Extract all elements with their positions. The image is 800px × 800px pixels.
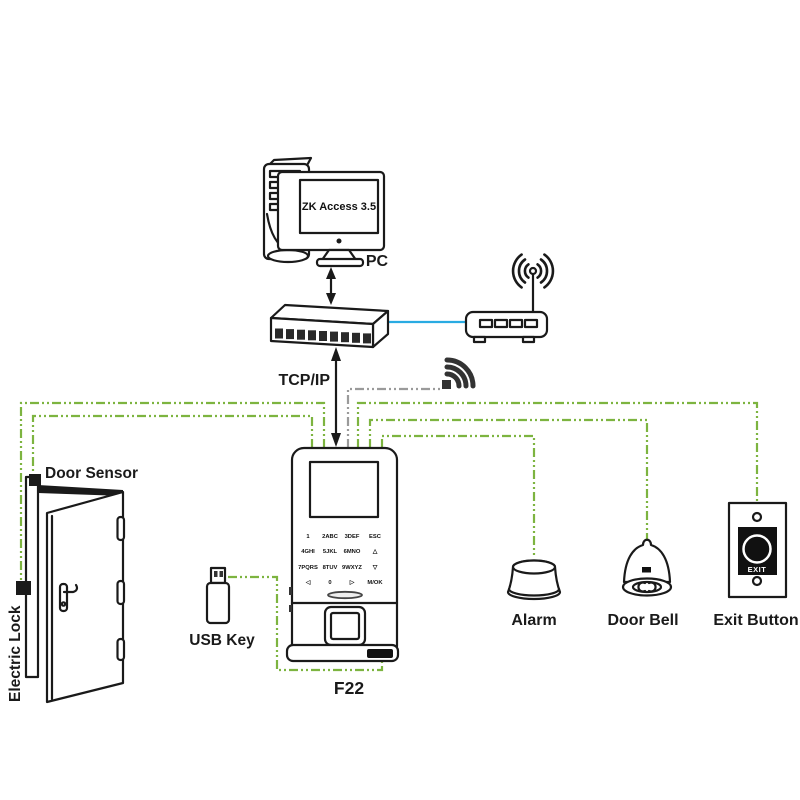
- electric-lock-label: Electric Lock: [7, 605, 24, 702]
- svg-text:2ABC: 2ABC: [322, 534, 339, 540]
- f22-usb-cover: [367, 649, 393, 658]
- network-switch-icon: [269, 303, 390, 349]
- f22-screen: [308, 460, 380, 519]
- alarm-label: Alarm: [511, 612, 556, 629]
- wire-usb-key: [228, 575, 384, 672]
- svg-text:▽: ▽: [372, 565, 378, 571]
- svg-text:M/OK: M/OK: [367, 580, 383, 586]
- monitor-base: [315, 257, 365, 268]
- arrow-pc-switch: [326, 267, 336, 305]
- switch-port: [341, 332, 349, 343]
- svg-text:◁: ◁: [305, 579, 311, 586]
- wires: [19, 320, 759, 672]
- f22-label: F22: [334, 678, 364, 698]
- switch-port: [275, 328, 283, 339]
- wire-wifi: [346, 387, 441, 448]
- exit-button-icon: EXIT Exit Button: [713, 501, 799, 629]
- svg-text:3DEF: 3DEF: [345, 534, 360, 540]
- exit-button-face: EXIT: [748, 565, 767, 574]
- door-bell-label: Door Bell: [607, 612, 678, 629]
- switch-port: [308, 330, 316, 341]
- monitor-power-led: [336, 238, 342, 244]
- switch-port: [297, 329, 305, 340]
- wire-door-bell: [368, 418, 649, 539]
- svg-text:△: △: [372, 548, 378, 555]
- f22-speaker-slot: [327, 590, 363, 600]
- router-signal-waves: [511, 253, 555, 289]
- switch-port: [352, 332, 360, 343]
- exit-button-label: Exit Button: [713, 612, 798, 629]
- svg-text:7PQRS: 7PQRS: [298, 565, 318, 571]
- door-hinge: [116, 637, 126, 662]
- door-sensor-label: Door Sensor: [45, 465, 138, 482]
- wire-door-sensor: [31, 414, 314, 475]
- switch-port: [286, 329, 294, 340]
- pc-monitor-icon: ZK Access 3.5: [276, 170, 386, 268]
- svg-text:▷: ▷: [349, 579, 355, 586]
- switch-port: [363, 333, 371, 344]
- alarm-icon: Alarm: [506, 559, 562, 629]
- door-hinge: [116, 579, 126, 606]
- software-name: ZK Access 3.5: [302, 201, 376, 213]
- electric-lock-block: [16, 581, 31, 595]
- arrowhead-up-icon: [326, 267, 336, 279]
- arrowhead-down-icon: [326, 293, 336, 305]
- svg-text:9WXYZ: 9WXYZ: [342, 565, 362, 571]
- door-handle-icon: [58, 582, 79, 613]
- wifi-signal-icon: [442, 357, 476, 389]
- door-hinge: [116, 515, 126, 542]
- svg-text:1: 1: [306, 534, 310, 540]
- svg-text:5JKL: 5JKL: [323, 549, 338, 555]
- door-bell-icon: Door Bell: [607, 538, 679, 629]
- door-assembly: Door Sensor Electric Lock: [7, 465, 138, 704]
- f22-keypad: 1 2ABC 3DEF ESC 4GHI 5JKL 6MNO △ 7PQRS 8…: [298, 534, 383, 586]
- svg-text:8TUV: 8TUV: [323, 565, 338, 571]
- wire-alarm: [380, 434, 536, 556]
- switch-port: [330, 331, 338, 342]
- door-leaf: [45, 490, 125, 704]
- protocol-label: TCP/IP: [278, 372, 330, 389]
- arrow-switch-f22: TCP/IP: [278, 347, 341, 447]
- wireless-router-icon: [464, 253, 555, 344]
- pc-label: PC: [366, 253, 389, 270]
- wire-electric-lock: [19, 401, 326, 581]
- svg-text:ESC: ESC: [369, 534, 382, 540]
- usb-key-icon: USB Key: [189, 566, 255, 649]
- usb-key-label: USB Key: [189, 632, 255, 649]
- svg-text:6MNO: 6MNO: [344, 549, 361, 555]
- svg-text:0: 0: [328, 580, 331, 586]
- door-frame: [24, 475, 40, 679]
- arrowhead-down-icon: [331, 433, 341, 447]
- arrowhead-up-icon: [331, 347, 341, 361]
- pc: ZK Access 3.5 PC: [262, 156, 389, 270]
- f22-terminal: 1 2ABC 3DEF ESC 4GHI 5JKL 6MNO △ 7PQRS 8…: [285, 446, 400, 698]
- switch-port: [319, 331, 327, 341]
- router-ports: [478, 318, 539, 329]
- svg-text:4GHI: 4GHI: [301, 549, 315, 555]
- switch-ports: [275, 328, 371, 344]
- wire-exit-button: [356, 401, 759, 502]
- door-sensor-block: [29, 474, 41, 486]
- door-header: [38, 485, 123, 496]
